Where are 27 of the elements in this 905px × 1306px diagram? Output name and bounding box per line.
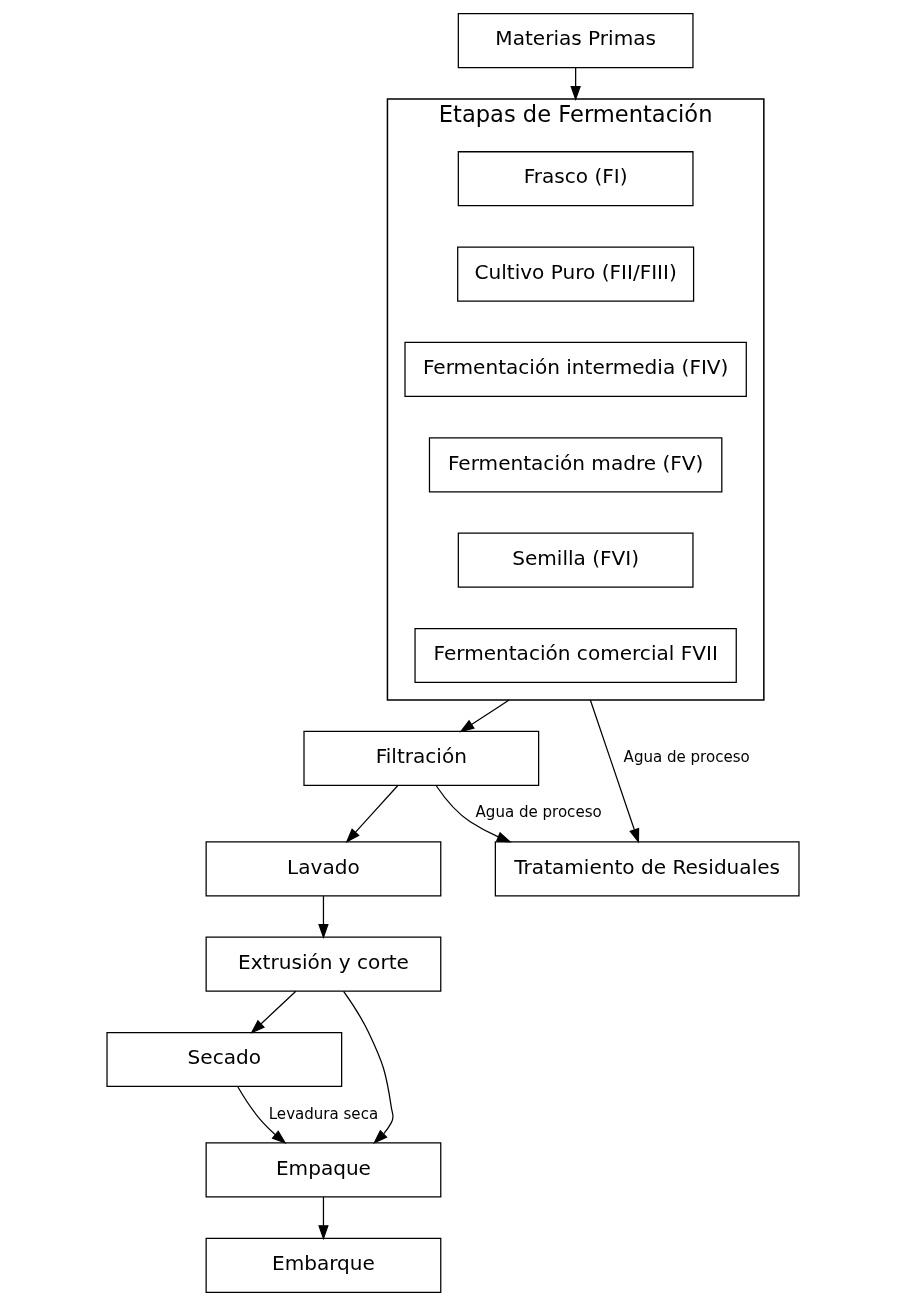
- arrow: [589, 699, 639, 844]
- arrow: [345, 785, 398, 844]
- node-box: Lavado: [205, 841, 441, 897]
- arrow: [317, 895, 329, 940]
- arrow: [435, 785, 512, 843]
- node-box: Secado: [105, 1031, 342, 1088]
- node-box: Extrusión y corte: [205, 936, 441, 992]
- node-box: Tratamiento de Residuales: [494, 841, 800, 897]
- arrow: [249, 990, 296, 1034]
- node-box: Embarque: [205, 1237, 441, 1293]
- node-box: Frasco (FI): [457, 151, 694, 207]
- arrow: [317, 1196, 329, 1241]
- arrow: [569, 67, 581, 101]
- edge-label: Agua de proceso: [475, 803, 602, 822]
- node-box: Fermentación madre (FV): [428, 437, 722, 493]
- node-box: Semilla (FVI): [457, 532, 694, 588]
- edge-label: Agua de proceso: [623, 748, 750, 767]
- arrow: [236, 1086, 286, 1144]
- edge-label: Levadura seca: [268, 1104, 378, 1123]
- node-box: Cultivo Puro (FII/FIII): [456, 246, 694, 302]
- node-box: Filtración: [302, 730, 539, 786]
- node-box: Fermentación comercial FVII: [413, 627, 737, 684]
- node-box: Empaque: [205, 1142, 441, 1198]
- arrow: [342, 990, 394, 1145]
- arrow: [458, 699, 510, 733]
- node-box: Materias Primas: [457, 13, 694, 69]
- node-box: Fermentación intermedia (FIV): [403, 341, 747, 398]
